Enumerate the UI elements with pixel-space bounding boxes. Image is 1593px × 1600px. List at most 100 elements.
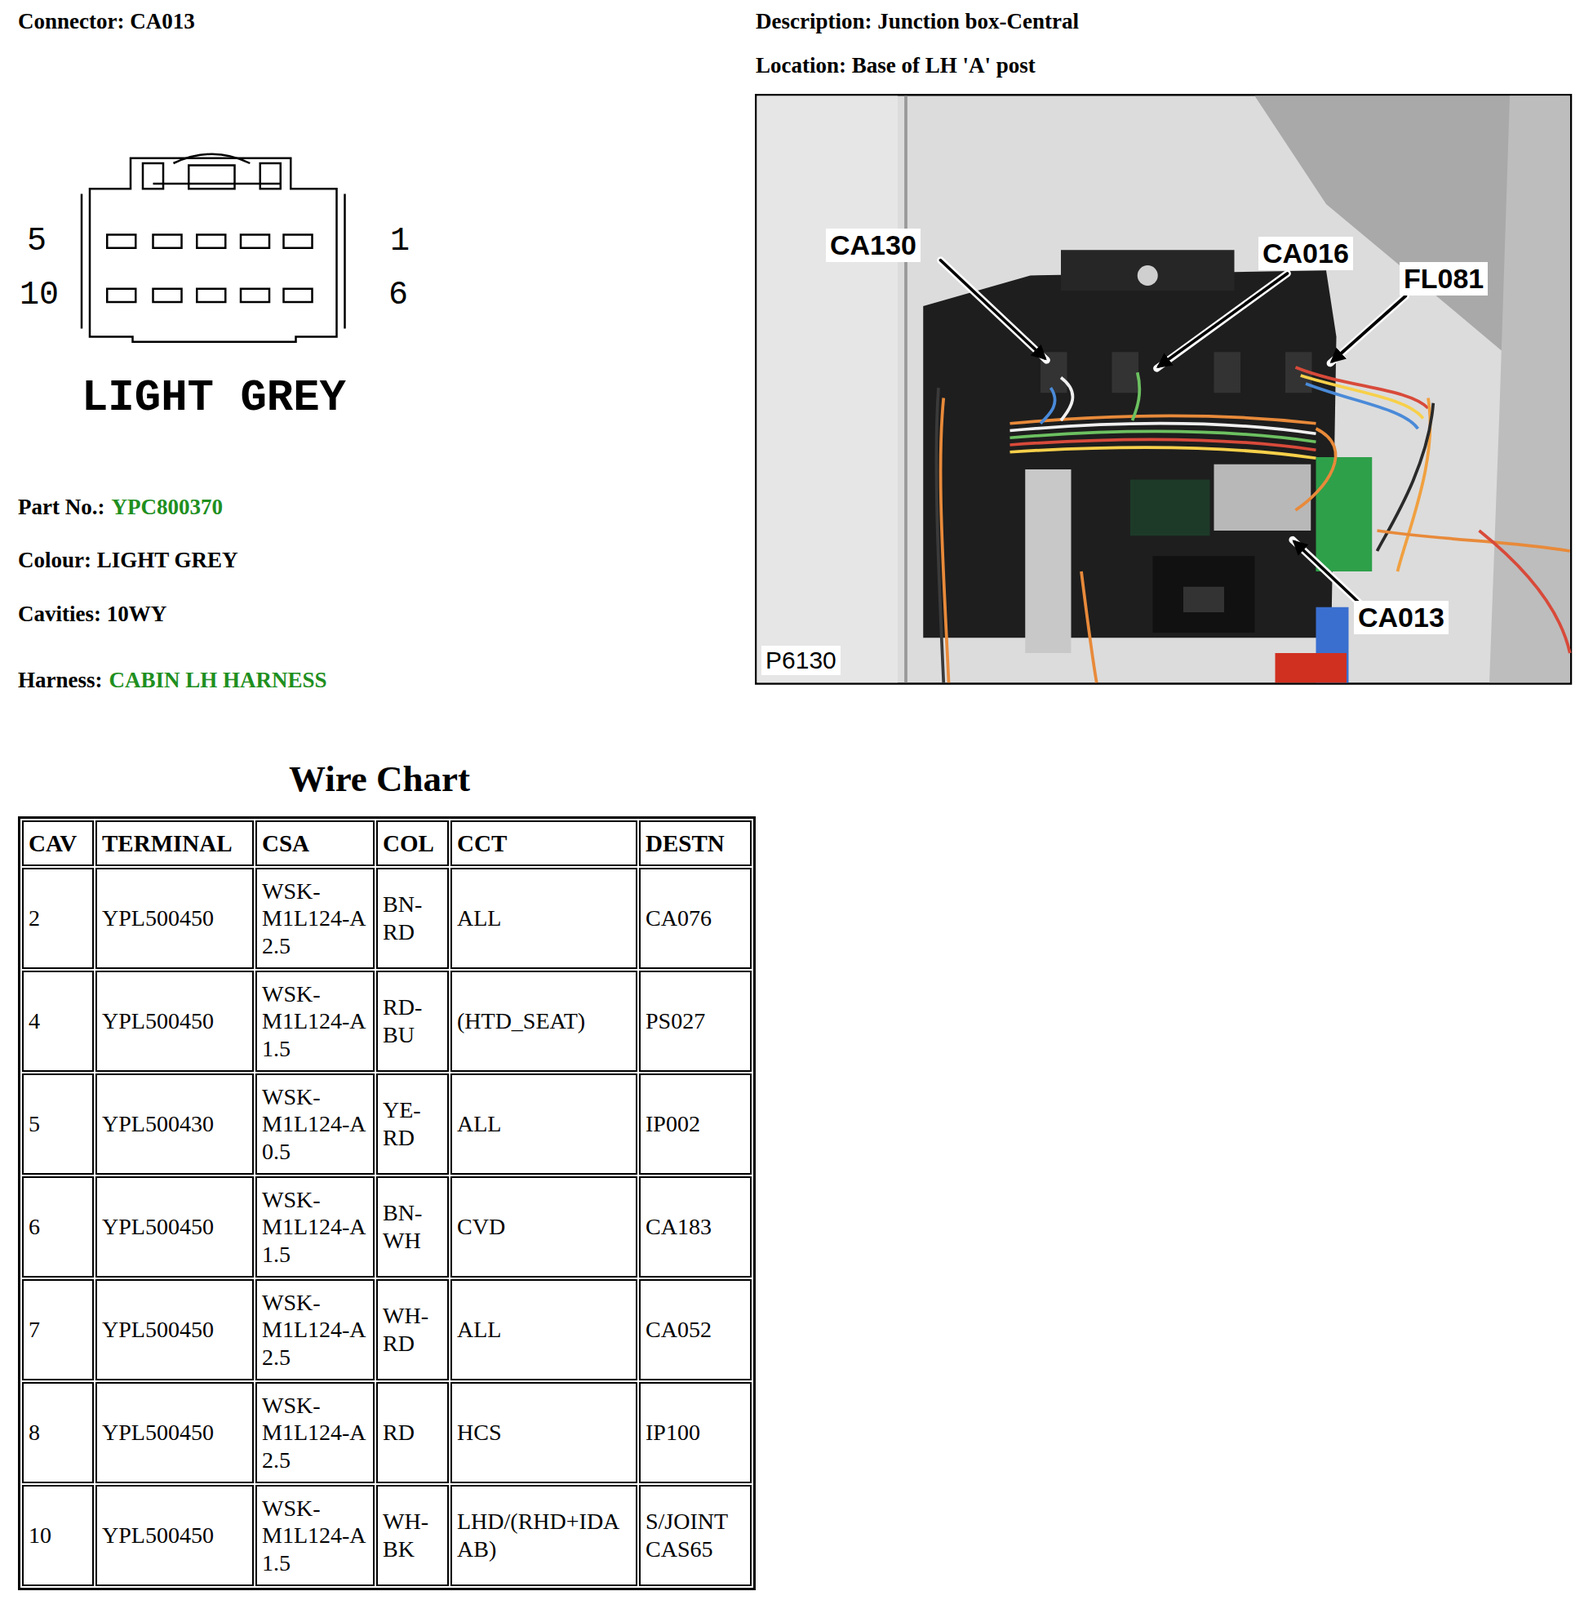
heading: Connector: CA013 <box>17 8 196 35</box>
table-row: 10 YPL500450 WSK-M1L124-A 1.5 WH-BK LHD/(RHD… <box>22 1484 752 1586</box>
cell-text: YPL500450 <box>102 1213 214 1239</box>
column-header: CAV <box>28 829 77 857</box>
cell-text: BN-WH <box>382 1199 422 1253</box>
table-cell: LHD/(RHD+IDAAB) <box>450 1484 638 1586</box>
callout-box: CA130 <box>825 228 921 262</box>
harness-name: CABIN LH HARNESS <box>109 666 328 693</box>
table-cell: 4 <box>22 970 94 1072</box>
table-cell: PS027 <box>638 970 752 1072</box>
table-cell: RD-BU <box>376 970 449 1072</box>
photo <box>755 94 1571 684</box>
cell-text: YPL500450 <box>102 1007 214 1034</box>
table-row: 8 YPL500450 WSK-M1L124-A 2.5 RD HCS IP100 <box>22 1381 752 1483</box>
cell-text: YPL500450 <box>102 1522 214 1548</box>
table-cell: WSK-M1L124-A 1.5 <box>255 1484 375 1586</box>
table-cell: WSK-M1L124-A 2.5 <box>255 867 375 969</box>
cell-text: 4 <box>28 1007 40 1034</box>
column-header: CSA <box>261 829 310 857</box>
callout-label: FL081 <box>1403 262 1484 294</box>
connector-colour: LIGHT GREY <box>81 372 347 426</box>
callout-box: CA013 <box>1353 600 1449 635</box>
table-cell: WSK-M1L124-A 2.5 <box>255 1381 375 1483</box>
wire-chart: CAVTERMINALCSACOLCCTDESTN2YPL500450WSK-M… <box>17 816 756 1590</box>
description: Description: Junction box-Central <box>755 8 1079 35</box>
cell-text: ALL <box>457 1316 502 1342</box>
table-cell: YPL500430 <box>95 1073 254 1175</box>
cell-text: ALL <box>457 1110 502 1136</box>
table-title: Wire Chart <box>288 756 471 801</box>
cell-text: WSK-M1L124-A 0.5 <box>261 1083 365 1164</box>
cell-text: 2 <box>28 905 40 931</box>
table-cell: ALL <box>450 1073 638 1175</box>
table-cell: ALL <box>450 1278 638 1381</box>
table-cell: CSA <box>255 820 375 866</box>
table-row: 4 YPL500450 WSK-M1L124-A 1.5 RD-BU (HTD_SEAT… <box>22 970 752 1072</box>
table-cell: RD <box>376 1381 449 1483</box>
cell-text: 7 <box>28 1316 40 1342</box>
table-row: 5 YPL500430 WSK-M1L124-A 0.5 YE-RD ALL IP002 <box>22 1073 752 1175</box>
cell-text: 8 <box>28 1419 40 1445</box>
cell-text: WSK-M1L124-A 2.5 <box>261 878 365 959</box>
callout-box: FL081 <box>1399 261 1488 296</box>
table-cell: WSK-M1L124-A 1.5 <box>255 1175 375 1278</box>
cell-text: WSK-M1L124-A 1.5 <box>261 980 365 1061</box>
cell-text: (HTD_SEAT) <box>457 1007 586 1034</box>
table-cell: IP002 <box>638 1073 752 1175</box>
table-cell: BN-WH <box>376 1175 449 1278</box>
cavities: Cavities: 10WY <box>17 600 167 627</box>
pin-number: 6 <box>388 275 409 316</box>
cell-text: YPL500450 <box>102 1316 214 1342</box>
cell-text: 10 <box>28 1522 52 1548</box>
cell-text: 5 <box>28 1110 40 1136</box>
cell-text: YE-RD <box>382 1096 422 1150</box>
table-cell: 8 <box>22 1381 94 1483</box>
cell-text: YPL500430 <box>102 1110 214 1136</box>
cell-text: YPL500450 <box>102 1419 214 1445</box>
pin-number: 10 <box>19 275 59 316</box>
colour: Colour: LIGHT GREY <box>17 546 239 573</box>
table-cell: CA076 <box>638 867 752 969</box>
table-cell: HCS <box>450 1381 638 1483</box>
table-cell: WSK-M1L124-A 0.5 <box>255 1073 375 1175</box>
table-cell: WH-RD <box>376 1278 449 1381</box>
cell-text: PS027 <box>645 1007 706 1034</box>
location: Location: Base of LH 'A' post <box>755 52 1036 79</box>
table-cell: YPL500450 <box>95 1278 254 1381</box>
cell-text: WH-BK <box>382 1508 429 1562</box>
cell-text: RD <box>382 1419 415 1445</box>
table-cell: WSK-M1L124-A 2.5 <box>255 1278 375 1381</box>
cell-text: BN-RD <box>382 891 422 945</box>
table-cell: S/JOINT CAS65 <box>638 1484 752 1586</box>
table-cell: 6 <box>22 1175 94 1278</box>
cell-text: WSK-M1L124-A 1.5 <box>261 1495 365 1576</box>
cell-text: LHD/(RHD+IDAAB) <box>457 1508 620 1562</box>
table-cell: CA183 <box>638 1175 752 1278</box>
table-cell: DESTN <box>638 820 752 866</box>
connector-outline <box>81 154 346 342</box>
table-cell: 5 <box>22 1073 94 1175</box>
table-cell: WSK-M1L124-A 1.5 <box>255 970 375 1072</box>
table-cell: YPL500450 <box>95 1484 254 1586</box>
table-cell: 2 <box>22 867 94 969</box>
table-cell: TERMINAL <box>95 820 254 866</box>
table-cell: IP100 <box>638 1381 752 1483</box>
table-cell: YPL500450 <box>95 970 254 1072</box>
table-cell: COL <box>376 820 449 866</box>
cell-text: HCS <box>457 1419 502 1445</box>
cell-text: WSK-M1L124-A 2.5 <box>261 1289 365 1370</box>
table-cell: BN-RD <box>376 867 449 969</box>
callout-label: CA013 <box>1357 601 1445 633</box>
table-cell: WH-BK <box>376 1484 449 1586</box>
cell-text: IP100 <box>645 1419 701 1445</box>
pin-number: 5 <box>26 221 47 262</box>
cell-text: 6 <box>28 1213 40 1239</box>
table-cell: CVD <box>450 1175 638 1278</box>
callout-label: P6130 <box>765 646 837 674</box>
cell-text: CA183 <box>645 1213 712 1239</box>
column-header: TERMINAL <box>102 829 233 857</box>
cell-text: CA052 <box>645 1316 712 1342</box>
cell-text: RD-BU <box>382 993 422 1048</box>
table-cell: 7 <box>22 1278 94 1381</box>
cell-text: WSK-M1L124-A 1.5 <box>261 1186 365 1267</box>
